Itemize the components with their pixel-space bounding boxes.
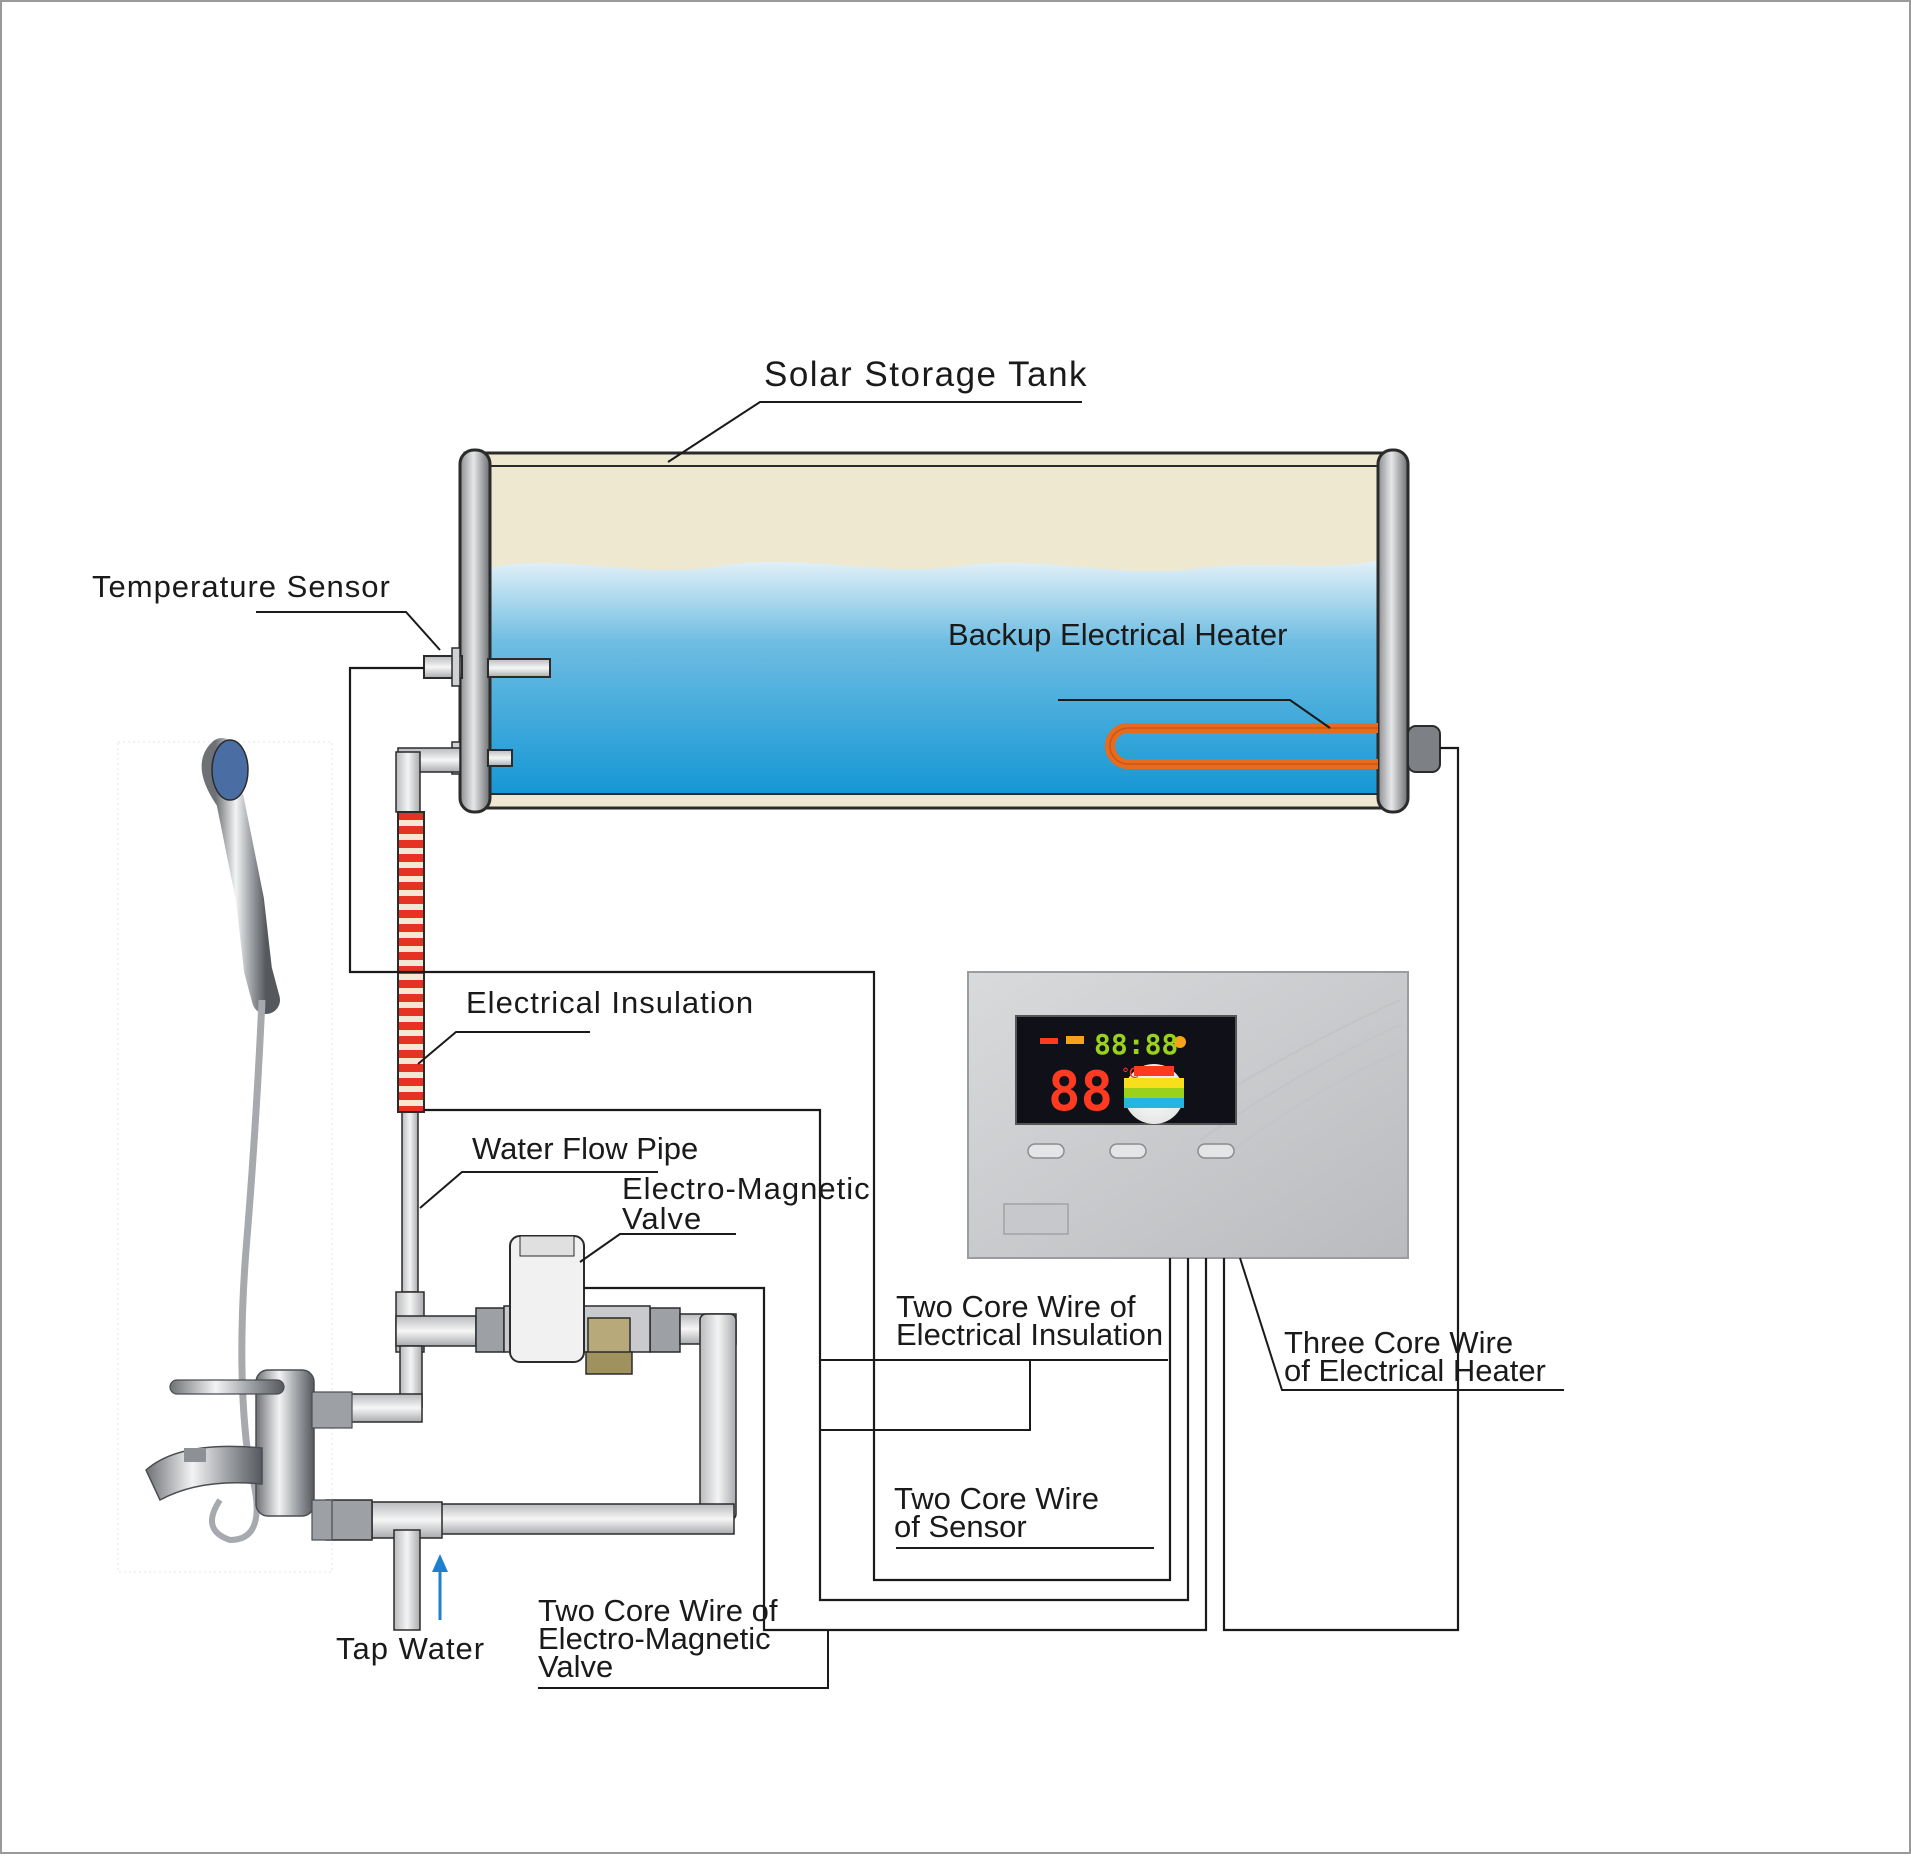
display-temperature: 88 bbox=[1048, 1060, 1113, 1123]
label-two-core-wire-sensor-1: Two Core Wire bbox=[894, 1481, 1099, 1516]
valve-wire bbox=[584, 1258, 1208, 1632]
shower-mixer bbox=[117, 738, 353, 1573]
electro-magnetic-valve bbox=[503, 1235, 651, 1375]
tap-water-arrow bbox=[432, 1554, 448, 1620]
label-two-core-wire-valve-1: Two Core Wire of bbox=[538, 1593, 778, 1628]
label-two-core-wire-insulation-1: Two Core Wire of bbox=[896, 1289, 1136, 1324]
display-unit: °C bbox=[1122, 1066, 1139, 1082]
label-three-core-wire-1: Three Core Wire bbox=[1284, 1325, 1514, 1360]
backup-electrical-heater bbox=[1105, 723, 1441, 773]
label-three-core-wire-2: of Electrical Heater bbox=[1284, 1353, 1546, 1388]
wiring bbox=[348, 666, 1460, 1632]
label-two-core-wire-valve-3: Valve bbox=[538, 1649, 614, 1684]
solar-controller bbox=[967, 971, 1409, 1259]
label-solar-storage-tank: Solar Storage Tank bbox=[764, 355, 1089, 394]
sensor-wire bbox=[348, 666, 1172, 1582]
electrical-insulation-section bbox=[397, 811, 425, 1113]
solar-storage-tank bbox=[458, 448, 1410, 814]
tank-end-cap-right bbox=[1376, 448, 1410, 814]
label-tap-water: Tap Water bbox=[336, 1631, 486, 1666]
label-two-core-wire-sensor-2: of Sensor bbox=[894, 1509, 1027, 1544]
water-flow-pipe bbox=[395, 747, 461, 1293]
label-electro-magnetic-valve-1: Electro-Magnetic bbox=[622, 1171, 871, 1206]
label-two-core-wire-valve-2: Electro-Magnetic bbox=[538, 1621, 771, 1656]
label-two-core-wire-insulation-2: Electrical Insulation bbox=[896, 1317, 1164, 1352]
label-electrical-insulation: Electrical Insulation bbox=[466, 985, 755, 1020]
heater-terminal bbox=[1407, 725, 1441, 773]
label-electro-magnetic-valve-2: Valve bbox=[622, 1201, 703, 1236]
tank-end-cap-left bbox=[458, 448, 492, 814]
pipe-network bbox=[325, 1291, 737, 1631]
temperature-sensor bbox=[423, 647, 551, 687]
insulation-wire bbox=[424, 1108, 1190, 1602]
leader-lines bbox=[256, 401, 1564, 1689]
label-temperature-sensor: Temperature Sensor bbox=[92, 569, 391, 604]
heater-wire bbox=[1222, 746, 1460, 1632]
display-clock: 88:88 bbox=[1094, 1028, 1178, 1061]
label-backup-electrical-heater: Backup Electrical Heater bbox=[948, 617, 1288, 652]
label-water-flow-pipe: Water Flow Pipe bbox=[472, 1131, 699, 1166]
